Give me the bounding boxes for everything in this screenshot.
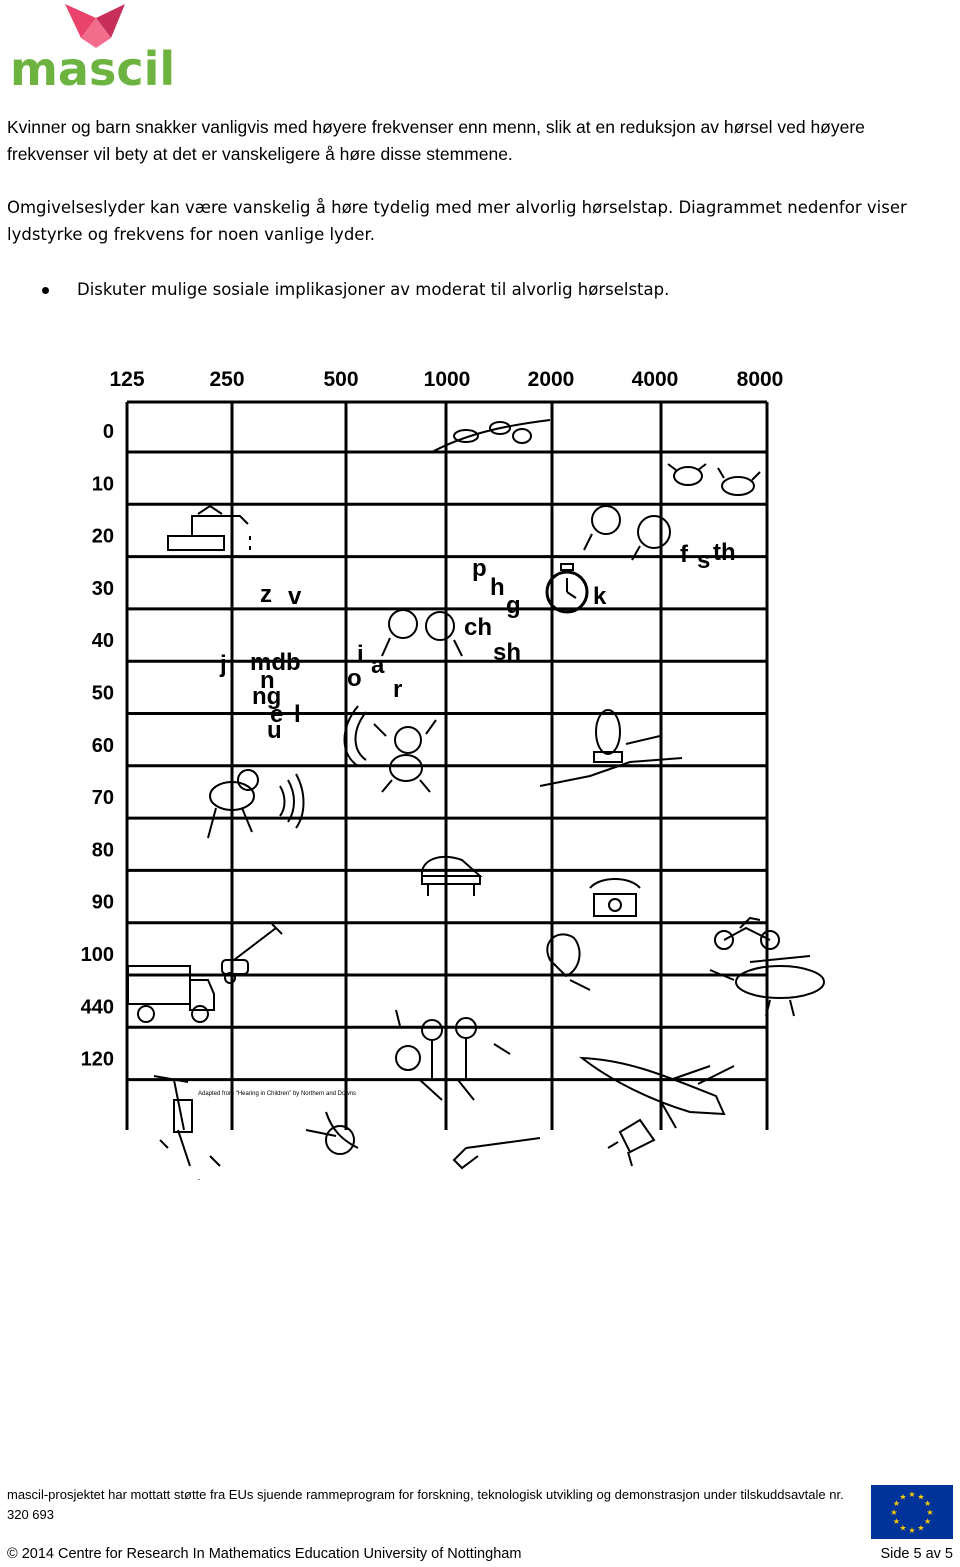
clock-icon bbox=[545, 563, 589, 614]
y-tick-120: 120 bbox=[81, 1049, 114, 1071]
lawnmower-icon bbox=[221, 923, 283, 984]
y-tick-10: 10 bbox=[92, 473, 114, 495]
sound-o: o bbox=[347, 665, 362, 692]
sound-h: h bbox=[490, 574, 505, 601]
whispering-heads-icon bbox=[583, 505, 671, 561]
sound-g: g bbox=[506, 592, 521, 619]
sound-th: th bbox=[713, 539, 736, 566]
sound-f: f bbox=[680, 541, 689, 568]
y-tick-80: 80 bbox=[92, 839, 114, 861]
intro-paragraph-1: Kvinner og barn snakker vanligvis med hø… bbox=[7, 117, 865, 164]
funding-note: mascil-prosjektet har mottatt støtte fra… bbox=[7, 1487, 844, 1522]
sound-e: e bbox=[270, 701, 283, 728]
airplane-icon bbox=[578, 1056, 735, 1129]
motorcycle-icon bbox=[714, 916, 780, 950]
dog-icon bbox=[207, 769, 305, 839]
chart-credit: Adapted from "Hearing in Children" by No… bbox=[198, 1091, 356, 1097]
band-icon bbox=[395, 1009, 511, 1101]
x-tick-125: 125 bbox=[109, 368, 144, 391]
eu-star-icon: ★ bbox=[926, 1508, 933, 1517]
y-tick-440: 440 bbox=[81, 996, 114, 1018]
sound-z: z bbox=[260, 581, 272, 608]
sound-l: l bbox=[294, 701, 301, 728]
x-tick-2000: 2000 bbox=[528, 368, 575, 391]
lawn-icon bbox=[539, 709, 683, 787]
sound-icons bbox=[127, 419, 825, 1180]
x-tick-8000: 8000 bbox=[737, 368, 784, 391]
page-number: Side 5 av 5 bbox=[880, 1546, 953, 1562]
y-tick-50: 50 bbox=[92, 683, 114, 705]
sound-k: k bbox=[593, 583, 607, 610]
rifle-icon bbox=[452, 1137, 541, 1170]
baby-icon bbox=[343, 705, 437, 793]
y-tick-0: 0 bbox=[103, 421, 114, 443]
bullet-text: Diskuter mulige sosiale implikasjoner av… bbox=[77, 280, 670, 299]
sound-mdb: mdb bbox=[250, 649, 301, 676]
eu-star-icon: ★ bbox=[924, 1517, 931, 1526]
x-tick-250: 250 bbox=[209, 368, 244, 391]
piano-icon bbox=[420, 855, 483, 896]
eu-star-icon: ★ bbox=[917, 1524, 924, 1533]
eu-star-icon: ★ bbox=[924, 1499, 931, 1508]
eu-star-icon: ★ bbox=[908, 1490, 915, 1499]
truck-icon bbox=[127, 965, 215, 1023]
chainsaw-icon bbox=[546, 933, 591, 991]
logo-mark-icon bbox=[65, 4, 125, 48]
eu-star-icon: ★ bbox=[899, 1524, 906, 1533]
eu-star-icon: ★ bbox=[917, 1492, 924, 1501]
eu-star-icon: ★ bbox=[890, 1508, 897, 1517]
x-tick-labels: 125 250 500 1000 2000 4000 8000 bbox=[109, 368, 783, 391]
x-tick-4000: 4000 bbox=[632, 368, 679, 391]
birds-icon bbox=[667, 463, 761, 496]
sound-p: p bbox=[472, 555, 487, 582]
y-tick-40: 40 bbox=[92, 630, 114, 652]
sound-ch: ch bbox=[464, 614, 492, 641]
sound-i: i bbox=[357, 641, 364, 668]
chart-grid bbox=[125, 400, 769, 1130]
telephone-icon bbox=[589, 878, 641, 917]
firecracker-icon bbox=[305, 1111, 359, 1155]
eu-star-icon: ★ bbox=[893, 1499, 900, 1508]
sound-j: j bbox=[219, 651, 227, 678]
sound-v: v bbox=[288, 583, 302, 610]
y-tick-30: 30 bbox=[92, 578, 114, 600]
mascil-logo: mascil bbox=[4, 2, 184, 94]
y-tick-90: 90 bbox=[92, 892, 114, 914]
audiogram-chart: 125 250 500 1000 2000 4000 8000 0 10 20 30 40 50 60 7… bbox=[81, 368, 825, 1180]
y-tick-70: 70 bbox=[92, 787, 114, 809]
megaphone-icon bbox=[607, 1118, 656, 1167]
helicopter-icon bbox=[709, 955, 825, 1017]
footer-bar: © 2014 Centre for Research In Mathematic… bbox=[7, 1544, 953, 1564]
logo-wordmark: mascil bbox=[10, 42, 176, 96]
sound-u: u bbox=[267, 717, 282, 744]
x-tick-500: 500 bbox=[323, 368, 358, 391]
dripping-faucet-icon bbox=[167, 504, 251, 551]
eu-flag-icon: ★★★★★★★★★★★★ bbox=[871, 1485, 953, 1539]
sound-r: r bbox=[393, 676, 402, 703]
eu-star-icon: ★ bbox=[893, 1517, 900, 1526]
leaves-icon bbox=[431, 419, 551, 453]
bullet-dot-icon bbox=[42, 287, 49, 294]
sound-a: a bbox=[371, 652, 385, 679]
y-tick-labels: 0 10 20 30 40 50 60 70 80 90 100 440 120 bbox=[81, 421, 114, 1071]
sound-sh: sh bbox=[493, 639, 521, 666]
speech-sounds: z v j mdb n ng e l u i o a r p h g ch sh… bbox=[219, 539, 736, 744]
y-tick-60: 60 bbox=[92, 735, 114, 757]
sound-ng: ng bbox=[252, 683, 281, 710]
y-tick-20: 20 bbox=[92, 526, 114, 548]
intro-paragraph-2: Omgivelseslyder kan være vanskelig å hør… bbox=[7, 198, 907, 244]
sound-n: n bbox=[260, 667, 275, 694]
eu-star-icon: ★ bbox=[908, 1526, 915, 1535]
copyright-text: © 2014 Centre for Research In Mathematic… bbox=[7, 1546, 522, 1562]
y-tick-100: 100 bbox=[81, 944, 114, 966]
jackhammer-icon bbox=[153, 1075, 221, 1180]
eu-star-icon: ★ bbox=[899, 1492, 906, 1501]
talking-heads-icon bbox=[381, 609, 463, 657]
sound-s: s bbox=[697, 547, 710, 574]
x-tick-1000: 1000 bbox=[424, 368, 471, 391]
